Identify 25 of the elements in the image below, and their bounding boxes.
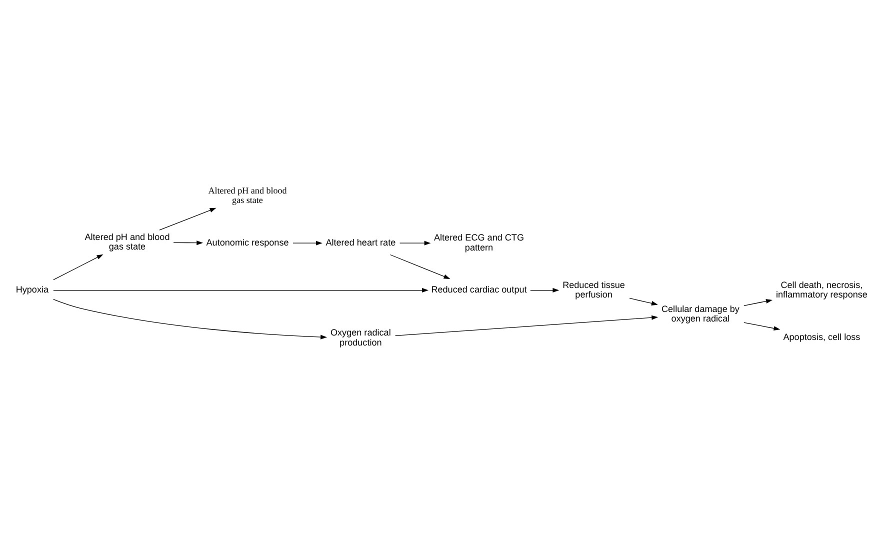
arrow [53, 298, 328, 339]
node-text: Autonomic response [206, 236, 289, 247]
arrow [629, 297, 658, 305]
node-text: Cellular damage by oxygen radical [661, 303, 740, 323]
arrow [292, 240, 322, 245]
node-text: Altered heart rate [326, 236, 396, 247]
node-text: Altered pH and blood gas state [84, 231, 170, 252]
node-text: Hypoxia [16, 284, 49, 294]
node-text: Reduced cardiac output [431, 284, 527, 294]
arrow [530, 288, 560, 292]
node-text: Oxygen radical production [330, 327, 391, 347]
arrow [744, 322, 780, 330]
arrow [53, 288, 429, 292]
arrow [390, 254, 450, 278]
arrow [159, 207, 216, 230]
arrow [399, 240, 431, 245]
node-text: Altered ECG and CTG pattern [434, 232, 524, 252]
node-text: Reduced tissue perfusion [562, 279, 625, 300]
node-text: Cell death, necrosis, inflammatory response [776, 279, 868, 300]
arrow [395, 314, 658, 336]
arrow [744, 298, 772, 306]
node-text: Altered pH and blood gas state [208, 184, 287, 205]
node-text: Apoptosis, cell loss [783, 331, 860, 342]
arrow [173, 240, 204, 245]
arrow [53, 254, 104, 280]
